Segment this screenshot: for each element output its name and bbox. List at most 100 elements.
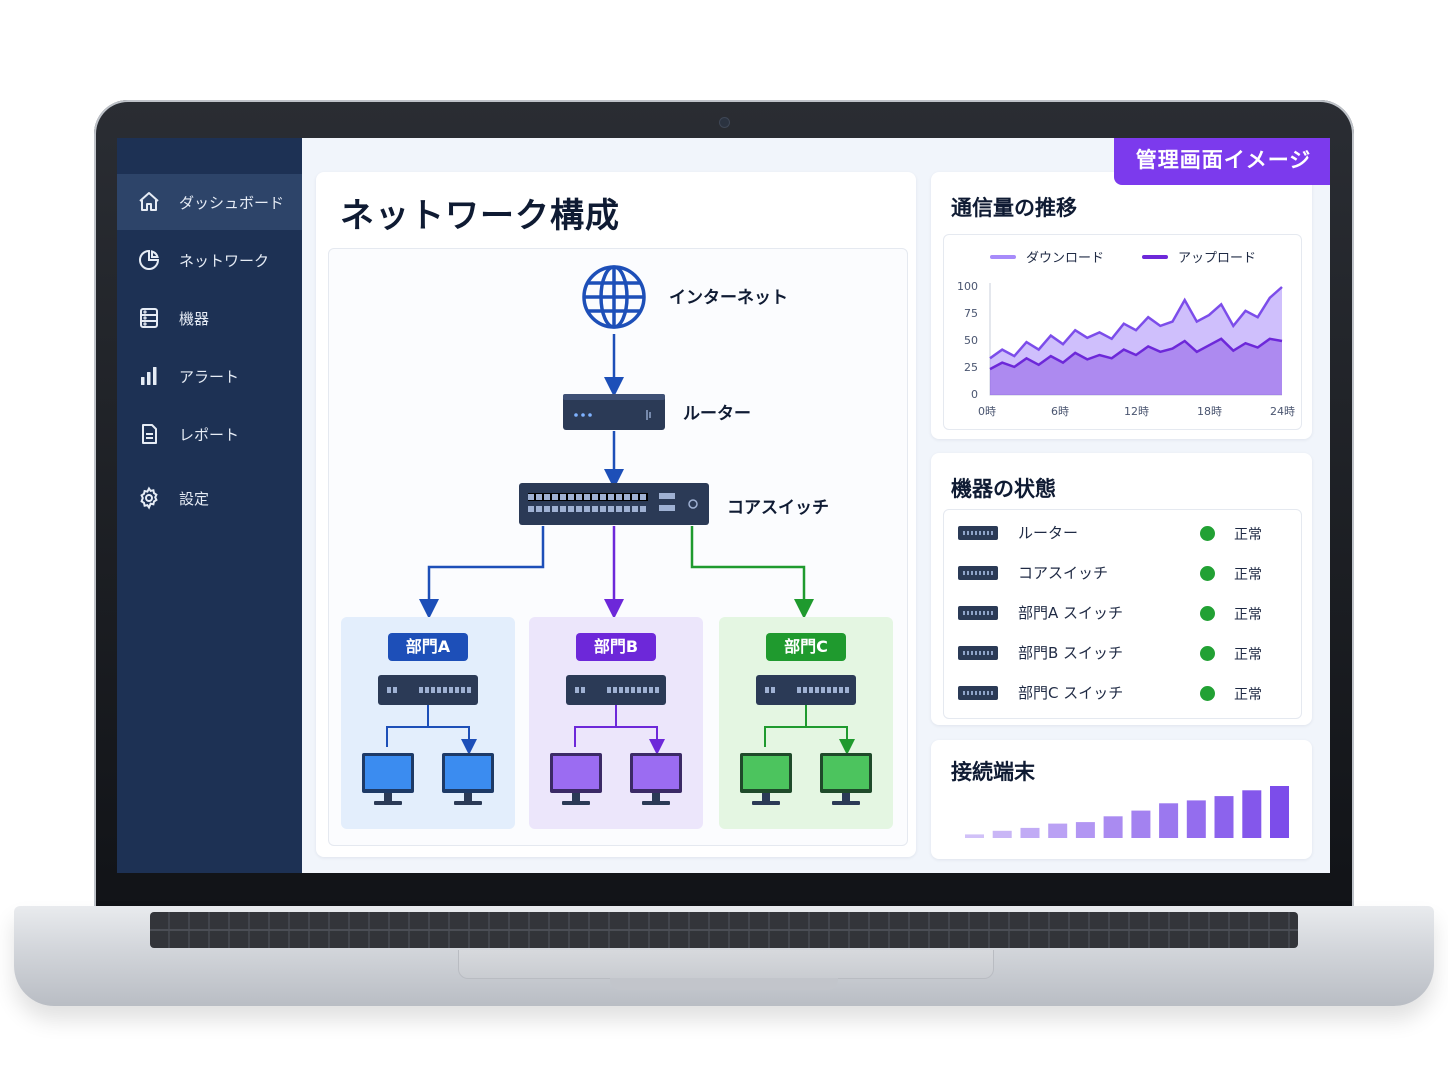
series-area [990, 287, 1282, 395]
list-item[interactable]: 部門B スイッチ正常 [944, 632, 1302, 672]
status-dot [1200, 686, 1215, 701]
device-status-card: 機器の状態 ルーター正常 コアスイッチ正常 部門A スイッチ正常 部門B スイッ… [931, 453, 1312, 725]
device-list: ルーター正常 コアスイッチ正常 部門A スイッチ正常 部門B スイッチ正常 部門… [943, 509, 1302, 719]
bar [1020, 827, 1040, 838]
x-tick-label: 24時 [1270, 405, 1295, 418]
x-tick-label: 0時 [978, 405, 996, 418]
bar [1214, 796, 1234, 838]
department-topology [740, 675, 872, 805]
bar [992, 830, 1012, 838]
bar [1242, 790, 1262, 838]
monitor-icon [740, 753, 792, 805]
pie-chart-icon [139, 249, 160, 270]
sidebar-item-devices[interactable]: 機器 [117, 290, 302, 346]
y-tick-label: 50 [964, 334, 978, 347]
sidebar-item-label: 機器 [179, 309, 210, 328]
department-topology [550, 675, 682, 805]
bar [1186, 800, 1206, 838]
monitor-icon [442, 753, 494, 805]
department-badge: 部門B [576, 633, 656, 661]
router-label: ルーター [683, 404, 751, 424]
department-badge: 部門A [388, 633, 468, 661]
switch-icon [378, 675, 478, 705]
device-status-title: 機器の状態 [951, 477, 1056, 501]
core-switch-label: コアスイッチ [727, 498, 829, 518]
network-card: ネットワーク構成 [316, 172, 916, 857]
screen: ダッシュボード ネットワーク 機器 アラート レポート 設定 ネットワーク構成 [117, 138, 1330, 873]
screen-tag: 管理画面イメージ [1114, 138, 1330, 185]
bar [1159, 803, 1179, 838]
sidebar-item-network[interactable]: ネットワーク [117, 232, 302, 288]
page-title: ネットワーク構成 [340, 196, 620, 236]
series-line [989, 286, 1283, 360]
terminals-title: 接続端末 [951, 760, 1035, 784]
series-line [989, 337, 1283, 371]
list-item[interactable]: 部門A スイッチ正常 [944, 592, 1302, 632]
series-area [990, 338, 1282, 395]
terminals-bar-chart [965, 786, 1289, 838]
lid-notch [610, 978, 838, 990]
sidebar-item-dashboard[interactable]: ダッシュボード [117, 174, 302, 230]
gear-icon [140, 486, 158, 510]
list-item[interactable]: ルーター正常 [944, 512, 1302, 552]
bar [1075, 822, 1095, 838]
switch-icon [958, 686, 998, 700]
trackpad [458, 950, 994, 979]
bar [1131, 810, 1151, 838]
list-item[interactable]: 部門C スイッチ正常 [944, 672, 1302, 712]
monitor-icon [550, 753, 602, 805]
server-icon [140, 308, 158, 328]
switch-icon [958, 566, 998, 580]
status-dot [1200, 566, 1215, 581]
bar [965, 834, 984, 838]
switch-icon [958, 646, 998, 660]
switch-icon [519, 483, 709, 525]
internet-label: インターネット [669, 288, 788, 308]
x-tick-label: 18時 [1197, 405, 1222, 418]
sidebar-item-label: ダッシュボード [179, 193, 285, 212]
list-item[interactable]: コアスイッチ正常 [944, 552, 1302, 592]
x-tick-label: 12時 [1124, 405, 1149, 418]
home-icon [139, 192, 159, 211]
router-icon [563, 394, 665, 430]
status-dot [1200, 606, 1215, 621]
monitor-icon [362, 753, 414, 805]
router-icon [958, 526, 998, 540]
document-icon [142, 424, 157, 444]
sidebar-item-label: アラート [179, 367, 240, 386]
sidebar-item-settings[interactable]: 設定 [117, 470, 302, 526]
switch-icon [566, 675, 666, 705]
x-tick-label: 6時 [1051, 405, 1069, 418]
switch-icon [958, 606, 998, 620]
diagram-connectors [419, 265, 814, 619]
y-tick-label: 25 [964, 361, 978, 374]
legend-upload: アップロード [1142, 247, 1256, 266]
network-diagram: インターネット ルーター コアスイッチ 部門A 部門B [328, 248, 908, 846]
monitor-icon [630, 753, 682, 805]
sidebar-item-label: レポート [179, 425, 240, 444]
terminals-card: 接続端末 [931, 740, 1312, 859]
switch-icon [756, 675, 856, 705]
department-c: 部門C [719, 617, 893, 829]
traffic-plot [989, 283, 1283, 396]
department-topology [362, 675, 494, 805]
status-dot [1200, 646, 1215, 661]
sidebar-item-label: 設定 [179, 489, 210, 508]
sidebar-item-alerts[interactable]: アラート [117, 348, 302, 404]
monitor-icon [820, 753, 872, 805]
bar [1048, 823, 1068, 838]
department-a: 部門A [341, 617, 515, 829]
legend-download: ダウンロード [990, 247, 1104, 266]
y-tick-label: 0 [971, 388, 978, 401]
sidebar-item-label: ネットワーク [179, 251, 270, 270]
department-b: 部門B [529, 617, 703, 829]
sidebar: ダッシュボード ネットワーク 機器 アラート レポート 設定 [117, 138, 302, 873]
status-dot [1200, 526, 1215, 541]
bar-chart-icon [141, 367, 157, 385]
webcam [719, 117, 730, 128]
bar [1103, 816, 1123, 838]
sidebar-item-reports[interactable]: レポート [117, 406, 302, 462]
y-tick-label: 75 [964, 307, 978, 320]
